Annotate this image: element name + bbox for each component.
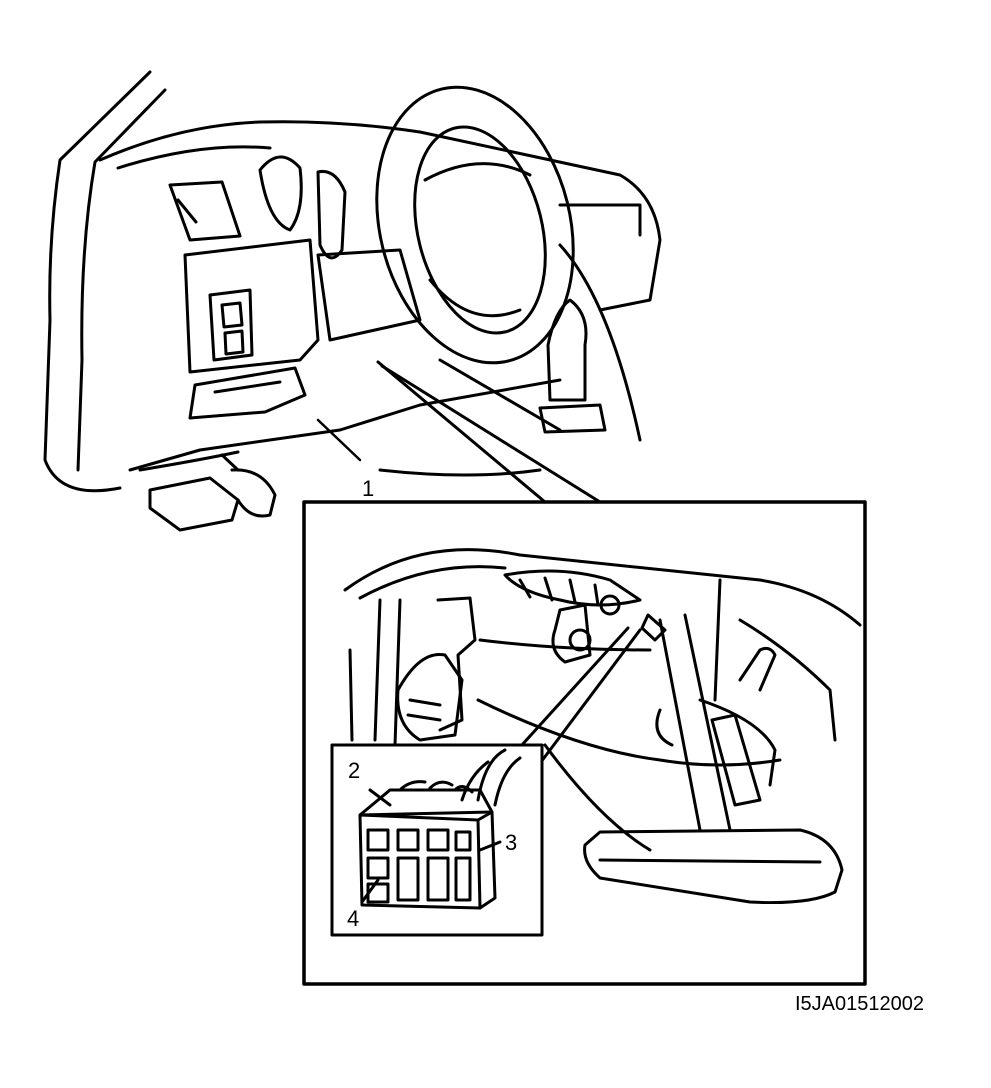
callout-1: 1 (362, 476, 375, 501)
callout-4: 4 (347, 906, 360, 931)
dashboard-overview (43, 70, 662, 532)
callout-3: 3 (505, 830, 518, 855)
detail-frame (302, 500, 867, 986)
leader-lines (316, 360, 602, 504)
detail-underdash-view (343, 548, 862, 905)
callout-2: 2 (348, 758, 361, 783)
connector-inset-frame (330, 743, 544, 937)
connector-drawing (358, 748, 522, 910)
figure-reference-code: I5JA01512002 (795, 993, 925, 1015)
